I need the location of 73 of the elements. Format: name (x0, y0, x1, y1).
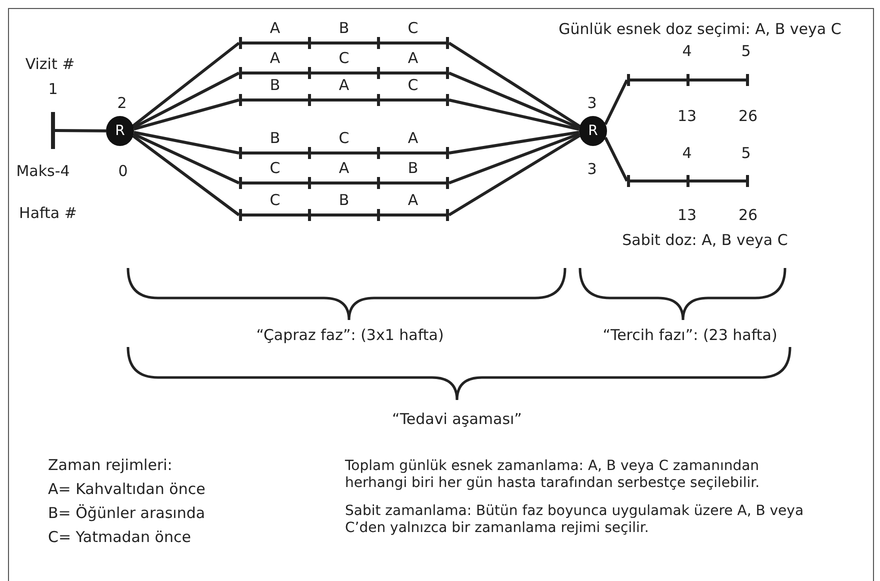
beside-label: B (270, 130, 280, 148)
beside-label: C (338, 130, 350, 148)
node-text: R (588, 123, 598, 139)
beside-label: 13 (677, 207, 697, 224)
connector-line (604, 136, 628, 182)
note-paragraph: Sabit zamanlama: Bütün faz boyunca uygulamak üzere A, B veya C’den yalnızca bir zamanlama rejimi seçilir. (345, 503, 805, 537)
text-label: C= Yatmadan önce (48, 529, 191, 546)
text-label: Zaman rejimleri: (48, 457, 172, 474)
beside-label: B (338, 192, 350, 210)
timeline-bar (627, 175, 749, 187)
timeline-bar (239, 67, 449, 79)
beside-label: B (270, 77, 280, 94)
beside-label: C (408, 20, 418, 38)
beside-label: A (338, 160, 350, 178)
beside-label: A (338, 77, 350, 94)
beside-label: A (408, 50, 418, 68)
connector-line (448, 132, 580, 184)
connector-line (604, 79, 628, 126)
timeline-bar (239, 177, 449, 189)
connector-line (54, 129, 106, 132)
connector-line (133, 132, 240, 184)
text-label: B= Öğünler arasında (48, 505, 206, 522)
timeline-bar (239, 37, 449, 49)
timeline-bar (627, 74, 749, 86)
timeline-bar (239, 147, 449, 159)
timeline-bar (239, 209, 449, 221)
connector-line (132, 72, 240, 129)
randomization-circle (106, 116, 134, 146)
beside-label: A (408, 192, 418, 210)
start-bar (51, 112, 55, 149)
note-paragraph: Toplam günlük esnek zamanlama: A, B veya C zamanından herhangi biri her gün hasta tarafından serbestçe seçilebilir. (345, 458, 761, 492)
text-label: “Çapraz faz”: (3x1 hafta) (256, 327, 444, 344)
beside-label: Maks-4 (16, 163, 70, 180)
beside-label: A (270, 20, 280, 38)
beside-label: 5 (741, 145, 751, 162)
beside-label: 5 (741, 43, 751, 60)
beside-label: 4 (682, 43, 692, 60)
beside-label: 3 (587, 95, 597, 112)
text-label: “Tedavi aşaması” (392, 411, 522, 428)
connector-line (448, 72, 580, 130)
beside-label: B (338, 20, 350, 38)
beside-label: 26 (738, 108, 758, 126)
node-text: R (115, 123, 125, 139)
connector-line (132, 42, 240, 128)
beside-label: C (408, 77, 418, 94)
beside-label: C (270, 160, 280, 178)
text-label: Vizit # (25, 56, 75, 74)
connector-line (134, 130, 240, 154)
text-label: Sabit doz: A, B veya C (622, 232, 788, 250)
beside-label: B (408, 160, 418, 178)
connector-line (133, 98, 240, 131)
connector-line (132, 134, 240, 216)
text-label: Hafta # (19, 205, 77, 222)
text-label: A= Kahvaltıdan önce (48, 481, 206, 498)
randomization-circle (579, 116, 607, 146)
beside-label: C (338, 50, 350, 68)
connector-line (448, 42, 581, 128)
beside-label: A (270, 50, 280, 68)
beside-label: 1 (48, 81, 58, 98)
beside-label: 0 (118, 163, 128, 180)
connector-line (448, 98, 580, 131)
beside-label: 2 (117, 95, 127, 112)
beside-label: 3 (587, 161, 597, 178)
timeline-bar (239, 94, 449, 106)
text-label: Günlük esnek doz seçimi: A, B veya C (558, 21, 842, 38)
beside-label: 26 (738, 207, 758, 224)
text-label: “Tercih fazı”: (23 hafta) (602, 327, 778, 344)
beside-label: 13 (677, 108, 697, 126)
connector-line (448, 130, 580, 154)
connector-line (448, 134, 581, 216)
beside-label: 4 (682, 145, 692, 162)
beside-label: C (270, 192, 280, 210)
beside-label: A (408, 130, 418, 148)
